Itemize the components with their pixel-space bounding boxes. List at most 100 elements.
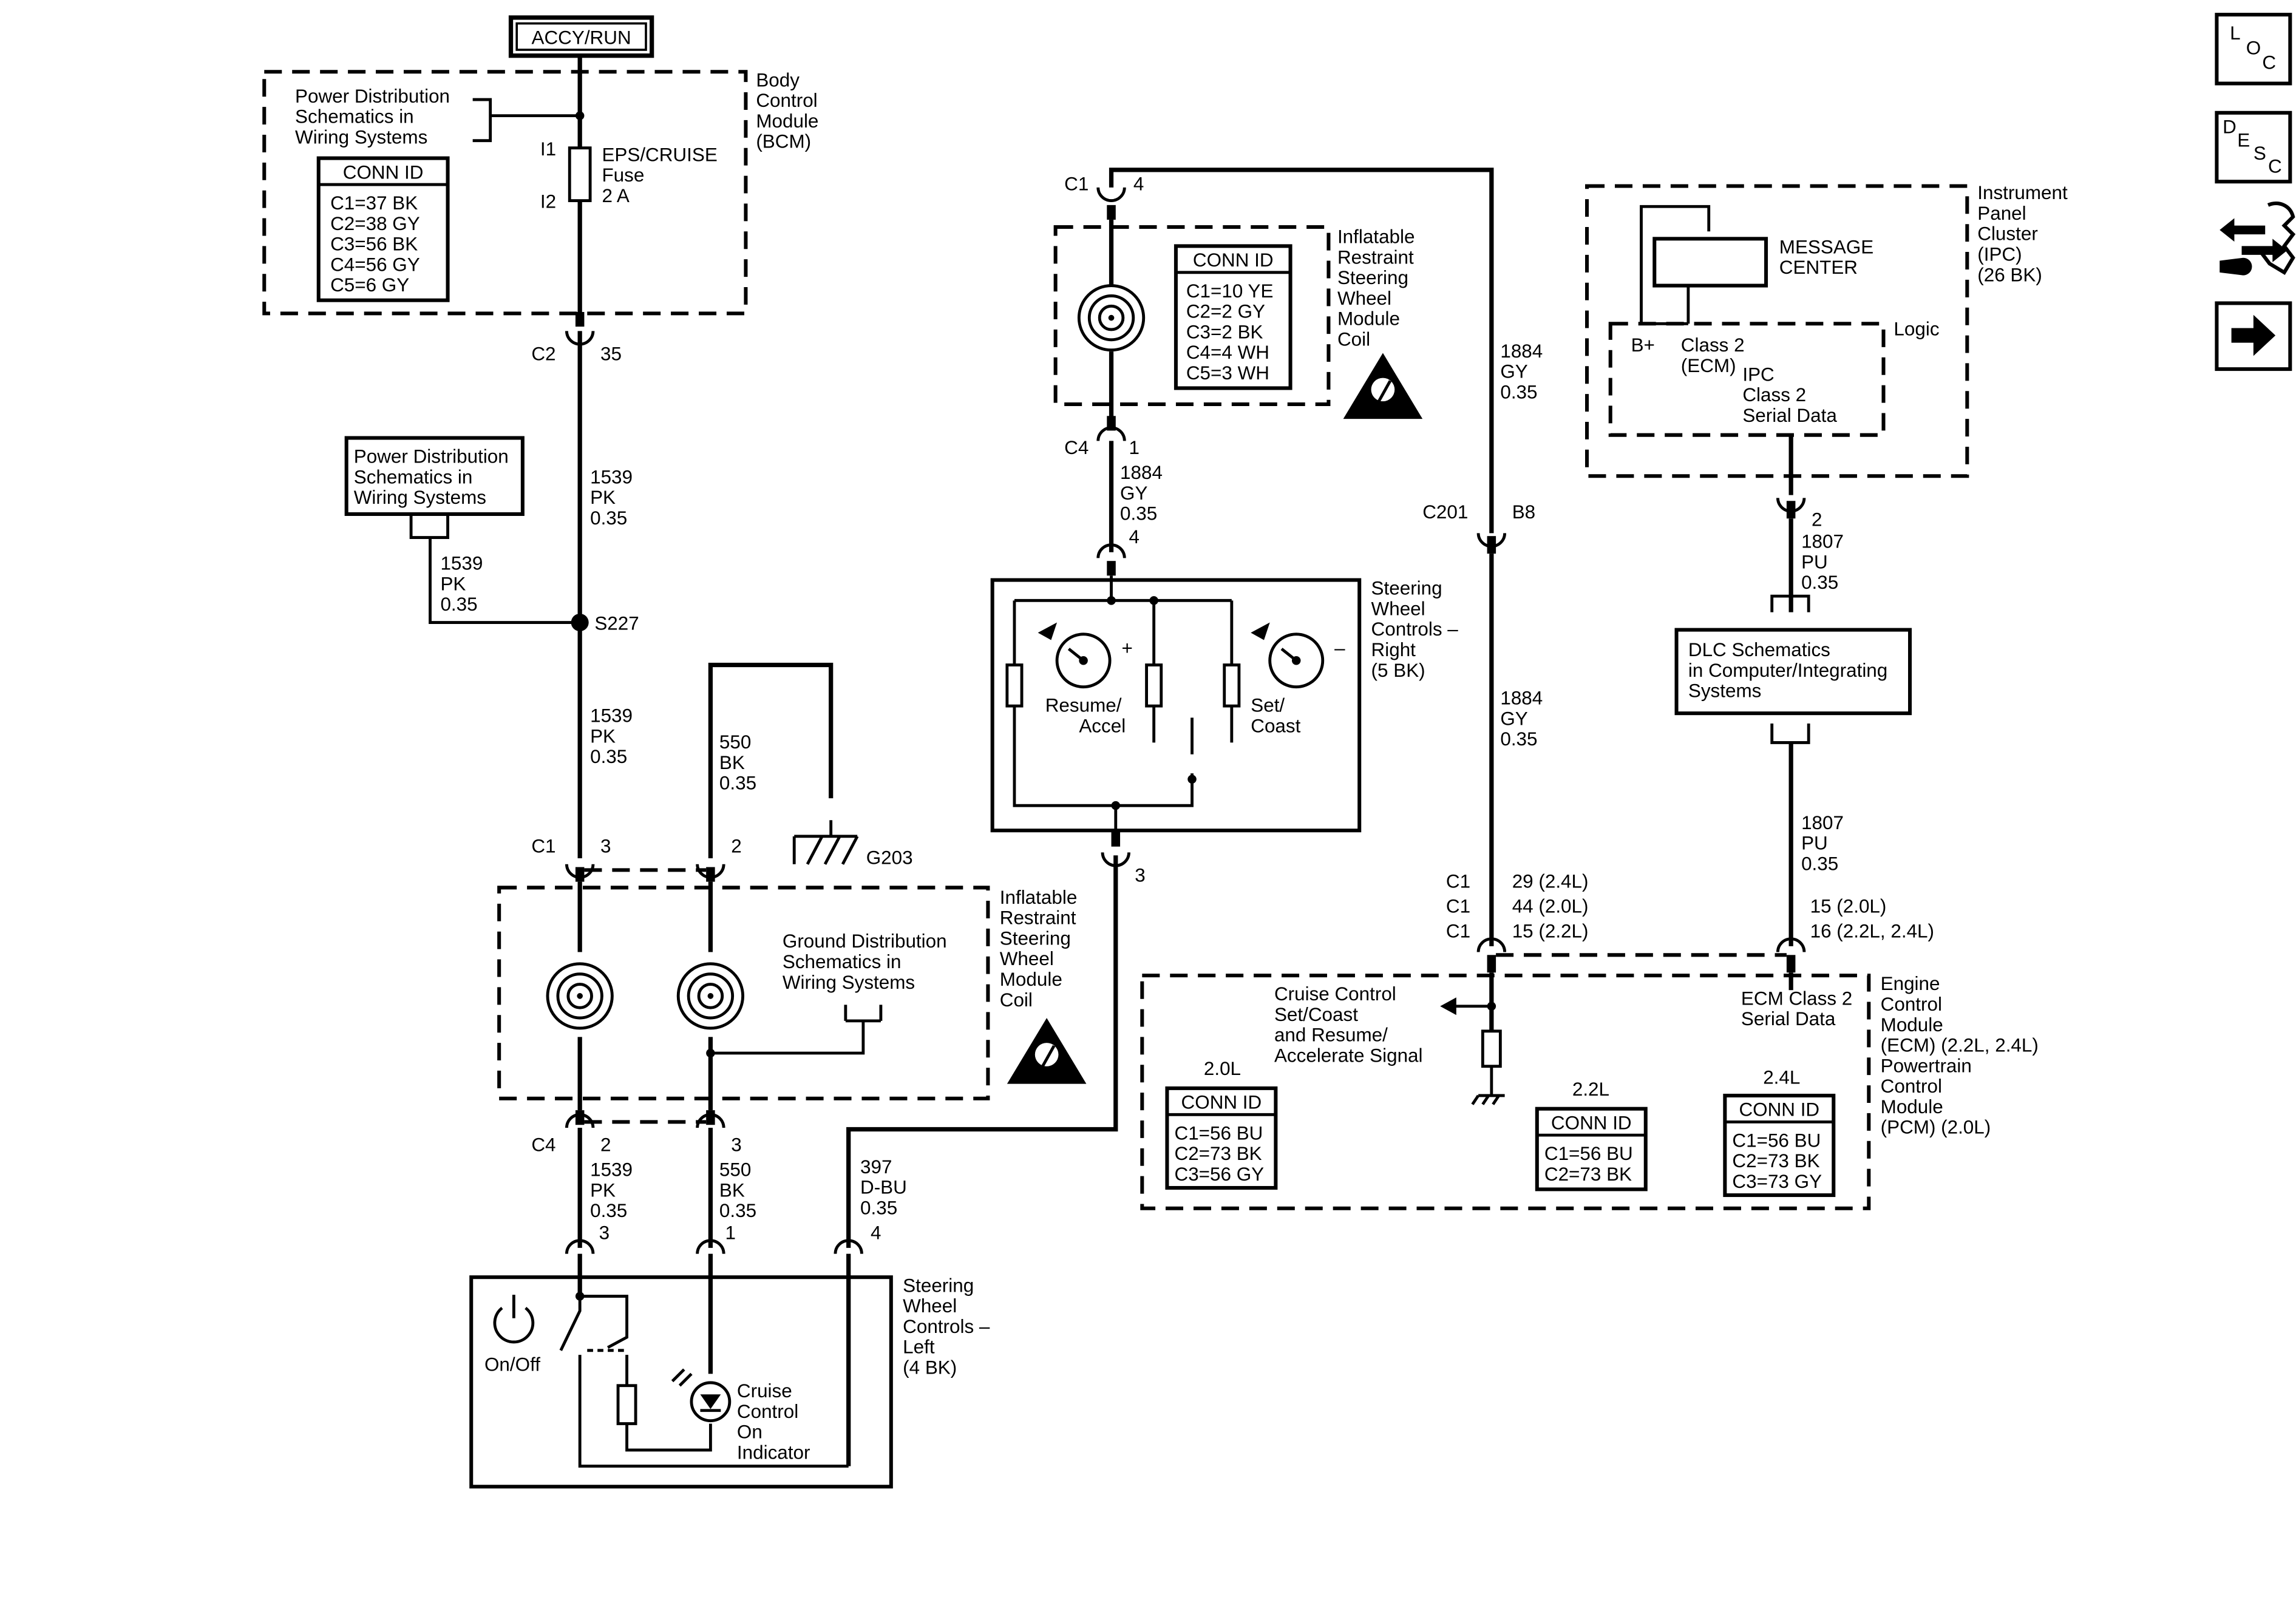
svg-text:0.35: 0.35 bbox=[860, 1197, 897, 1218]
svg-text:Steering: Steering bbox=[903, 1275, 974, 1296]
svg-text:Wiring Systems: Wiring Systems bbox=[783, 972, 915, 993]
svg-text:0.35: 0.35 bbox=[1801, 572, 1838, 593]
svg-text:397: 397 bbox=[860, 1156, 892, 1178]
svg-text:CONN ID: CONN ID bbox=[1181, 1092, 1262, 1113]
svg-text:PU: PU bbox=[1801, 833, 1828, 854]
bcm-power-reference: Power Distribution Schematics in Wiring … bbox=[295, 86, 585, 147]
accy-run-text: ACCY/RUN bbox=[532, 27, 631, 48]
location-button[interactable]: L O C bbox=[2215, 13, 2292, 86]
svg-text:Inflatable: Inflatable bbox=[1000, 887, 1078, 908]
svg-text:S: S bbox=[2254, 143, 2266, 164]
power-distribution-reference: Power Distribution Schematics in Wiring … bbox=[344, 436, 580, 624]
svg-text:DLC Schematics: DLC Schematics bbox=[1688, 639, 1830, 660]
svg-text:PK: PK bbox=[590, 487, 616, 508]
next-arrow-button[interactable] bbox=[2215, 301, 2292, 371]
svg-text:2: 2 bbox=[600, 1134, 611, 1156]
description-button[interactable]: D E S C bbox=[2215, 110, 2292, 184]
power-button-icon bbox=[493, 1295, 535, 1344]
wire-label-1884-b: 1884 GY 0.35 bbox=[1500, 341, 1543, 403]
svg-text:44 (2.0L): 44 (2.0L) bbox=[1512, 895, 1589, 917]
connector-wrench-icon[interactable] bbox=[2220, 202, 2296, 276]
svg-text:1884: 1884 bbox=[1500, 341, 1543, 362]
svg-text:Class 2: Class 2 bbox=[1742, 384, 1806, 405]
svg-text:C2=73 BK: C2=73 BK bbox=[1544, 1164, 1632, 1185]
svg-text:0.35: 0.35 bbox=[1801, 853, 1838, 874]
svg-text:2.2L: 2.2L bbox=[1572, 1079, 1609, 1100]
svg-text:CONN ID: CONN ID bbox=[343, 161, 424, 183]
wire-label-1539-top: 1539 PK 0.35 bbox=[590, 466, 633, 529]
svg-text:MESSAGE: MESSAGE bbox=[1779, 236, 1873, 257]
svg-text:B8: B8 bbox=[1512, 501, 1535, 523]
svg-text:IPC: IPC bbox=[1742, 364, 1774, 385]
splice-s227: S227 bbox=[571, 613, 639, 634]
svg-text:1: 1 bbox=[1129, 437, 1140, 458]
svg-text:Module: Module bbox=[1881, 1096, 1943, 1117]
svg-text:4: 4 bbox=[1133, 174, 1144, 195]
svg-text:1884: 1884 bbox=[1500, 688, 1543, 709]
wire-label-1807-b: 1807 PU 0.35 bbox=[1801, 812, 1844, 875]
svg-text:550: 550 bbox=[719, 731, 751, 753]
connector-c4-right: C4 1 bbox=[1064, 416, 1140, 458]
svg-text:550: 550 bbox=[719, 1159, 751, 1181]
svg-text:C1: C1 bbox=[531, 835, 555, 856]
svg-text:C1: C1 bbox=[1446, 920, 1470, 941]
svg-text:(4 BK): (4 BK) bbox=[903, 1357, 957, 1378]
svg-text:0.35: 0.35 bbox=[590, 1200, 627, 1221]
coil-right-conn-id-table: CONN ID C1=10 YE C2=2 GY C3=2 BK C4=4 WH… bbox=[1173, 244, 1292, 390]
svg-text:Control: Control bbox=[1881, 1076, 1942, 1097]
svg-text:16 (2.2L, 2.4L): 16 (2.2L, 2.4L) bbox=[1810, 920, 1934, 941]
svg-text:C: C bbox=[2268, 156, 2282, 177]
speedometer-accel-icon bbox=[1038, 622, 1112, 689]
svg-text:Inflatable: Inflatable bbox=[1337, 226, 1415, 248]
wire-label-1884-c: 1884 GY 0.35 bbox=[1500, 688, 1543, 750]
eps-cruise-fuse: I1 I2 EPS/CRUISE Fuse 2 A bbox=[540, 138, 718, 212]
svg-text:1: 1 bbox=[725, 1222, 736, 1243]
svg-text:E: E bbox=[2237, 129, 2250, 151]
svg-text:Coast: Coast bbox=[1251, 716, 1300, 737]
svg-text:C2=2 GY: C2=2 GY bbox=[1186, 301, 1265, 322]
wire-label-550-top: 550 BK 0.35 bbox=[719, 731, 756, 794]
svg-text:Steering: Steering bbox=[1000, 927, 1071, 949]
connector-c1-right: C1 4 bbox=[1064, 174, 1144, 220]
svg-text:C2: C2 bbox=[531, 344, 555, 365]
coil-module-right: CONN ID C1=10 YE C2=2 GY C3=2 BK C4=4 WH… bbox=[1053, 219, 1423, 425]
svg-text:Serial Data: Serial Data bbox=[1742, 405, 1837, 426]
svg-text:Cruise Control: Cruise Control bbox=[1274, 983, 1396, 1005]
svg-text:CONN ID: CONN ID bbox=[1739, 1099, 1819, 1120]
bcm-title-line: Control bbox=[756, 90, 817, 111]
svg-text:Class 2: Class 2 bbox=[1681, 334, 1745, 356]
wire-label-1539-branch: 1539 PK 0.35 bbox=[440, 553, 483, 615]
svg-text:PK: PK bbox=[590, 725, 616, 747]
svg-text:1539: 1539 bbox=[590, 705, 633, 727]
svg-text:O: O bbox=[2246, 37, 2261, 58]
svg-text:3: 3 bbox=[600, 835, 611, 856]
svg-text:PK: PK bbox=[590, 1179, 616, 1201]
svg-text:1539: 1539 bbox=[440, 553, 483, 574]
svg-text:C2=38 GY: C2=38 GY bbox=[330, 213, 420, 234]
clockspring-coil-icon bbox=[546, 962, 614, 1030]
svg-text:35: 35 bbox=[600, 344, 622, 365]
svg-text:3: 3 bbox=[1135, 865, 1145, 886]
svg-text:0.35: 0.35 bbox=[1120, 503, 1157, 524]
svg-text:Powertrain: Powertrain bbox=[1881, 1055, 1972, 1076]
svg-text:3: 3 bbox=[731, 1134, 741, 1156]
connector-c201: C201 B8 bbox=[1422, 501, 1535, 554]
svg-text:Engine: Engine bbox=[1881, 973, 1940, 994]
svg-text:On: On bbox=[737, 1422, 763, 1443]
svg-text:Fuse: Fuse bbox=[602, 164, 644, 186]
svg-text:CONN ID: CONN ID bbox=[1551, 1112, 1632, 1133]
connector-c4-left: C4 2 3 bbox=[531, 1110, 742, 1156]
svg-text:GY: GY bbox=[1120, 483, 1147, 504]
svg-text:C3=2 BK: C3=2 BK bbox=[1186, 321, 1263, 342]
svg-text:0.35: 0.35 bbox=[1500, 381, 1537, 402]
svg-text:Resume/: Resume/ bbox=[1045, 695, 1122, 716]
svg-text:C1=56 BU: C1=56 BU bbox=[1175, 1122, 1263, 1144]
dlc-schematics-reference: DLC Schematics in Computer/Integrating S… bbox=[1674, 594, 1912, 744]
svg-text:D: D bbox=[2223, 117, 2237, 138]
svg-text:4: 4 bbox=[871, 1222, 881, 1243]
svg-text:I2: I2 bbox=[540, 191, 556, 212]
svg-text:C1=56 BU: C1=56 BU bbox=[1732, 1130, 1821, 1151]
svg-text:Instrument: Instrument bbox=[1977, 182, 2068, 203]
svg-text:(5 BK): (5 BK) bbox=[1371, 660, 1425, 681]
